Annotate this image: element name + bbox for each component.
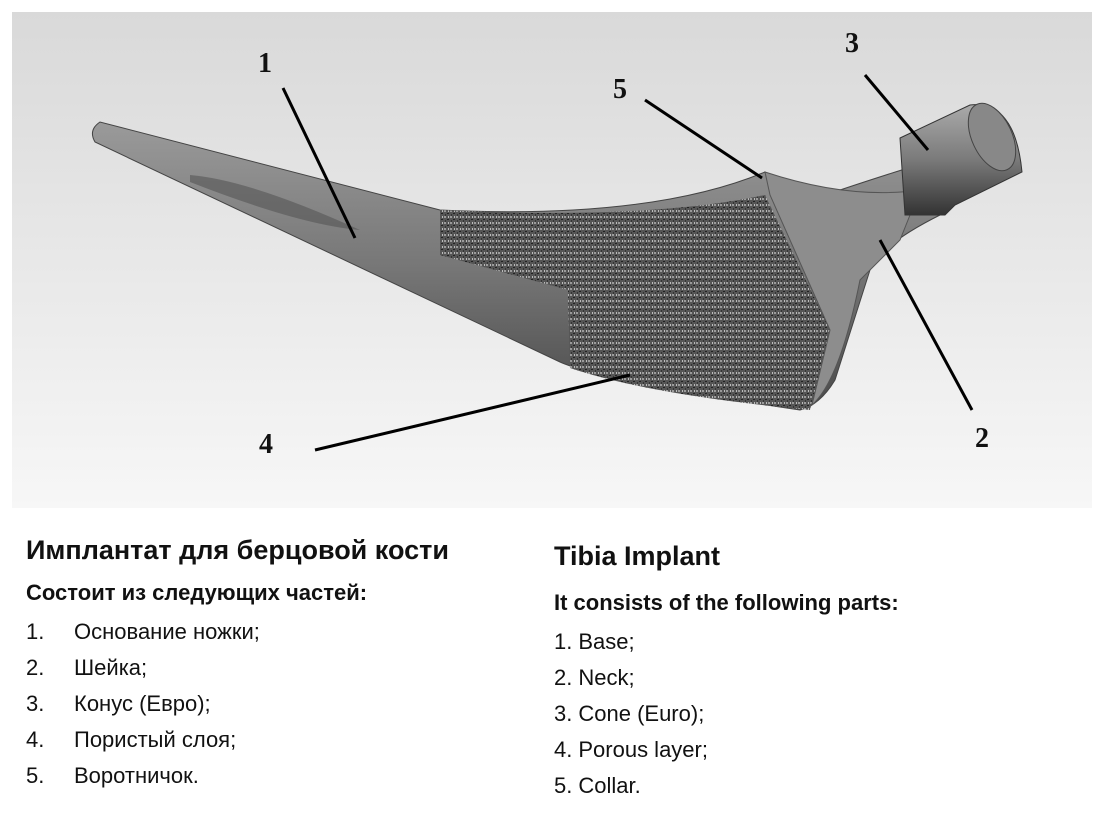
item-number: 2. — [26, 655, 45, 680]
item-text: Воротничок. — [74, 763, 199, 788]
item-number: 1. — [554, 629, 573, 654]
en-parts-list: 1.Base; 2.Neck; 3.Cone (Euro); 4.Porous … — [554, 624, 899, 804]
item-text: Base; — [578, 629, 635, 654]
porous-layer — [440, 195, 830, 410]
en-subtitle: It consists of the following parts: — [554, 590, 899, 615]
list-item: 4. Пористый слоя; — [26, 722, 449, 758]
item-number: 4. — [554, 737, 573, 762]
callout-3: 3 — [845, 28, 859, 59]
list-item: 3. Конус (Евро); — [26, 686, 449, 722]
callout-5: 5 — [613, 74, 627, 105]
item-number: 3. — [26, 691, 45, 716]
item-text: Пористый слоя; — [74, 727, 237, 752]
ru-subtitle: Состоит из следующих частей: — [26, 580, 368, 605]
list-item: 2. Шейка; — [26, 650, 449, 686]
item-number: 3. — [554, 701, 573, 726]
list-item: 5.Collar. — [554, 768, 899, 804]
callout-lines — [281, 74, 974, 452]
ru-title: Имплантат для берцовой кости — [26, 535, 449, 565]
list-item: 1. Основание ножки; — [26, 614, 449, 650]
ru-parts-list: 1. Основание ножки; 2. Шейка; 3. Конус (Евр… — [26, 614, 449, 794]
russian-description: Имплантат для берцовой кости Состоит из … — [26, 535, 449, 794]
item-text: Collar. — [578, 773, 641, 798]
implant-diagram: 1 2 3 4 5 — [12, 12, 1092, 508]
list-item: 2.Neck; — [554, 660, 899, 696]
item-text: Основание ножки; — [74, 619, 260, 644]
item-text: Cone (Euro); — [578, 701, 705, 726]
list-item: 4.Porous layer; — [554, 732, 899, 768]
callout-2: 2 — [975, 423, 989, 454]
list-item: 5. Воротничок. — [26, 758, 449, 794]
item-number: 4. — [26, 727, 45, 752]
en-title: Tibia Implant — [554, 541, 721, 571]
list-item: 3.Cone (Euro); — [554, 696, 899, 732]
item-number: 1. — [26, 619, 45, 644]
item-number: 5. — [26, 763, 45, 788]
callout-4: 4 — [259, 429, 273, 460]
callout-1: 1 — [258, 48, 272, 79]
item-number: 5. — [554, 773, 573, 798]
implant-stem — [91, 102, 1023, 411]
item-text: Porous layer; — [578, 737, 708, 762]
item-number: 2. — [554, 665, 573, 690]
item-text: Конус (Евро); — [74, 691, 211, 716]
item-text: Neck; — [578, 665, 635, 690]
english-description: Tibia Implant It consists of the followi… — [554, 535, 899, 804]
list-item: 1.Base; — [554, 624, 899, 660]
item-text: Шейка; — [74, 655, 148, 680]
